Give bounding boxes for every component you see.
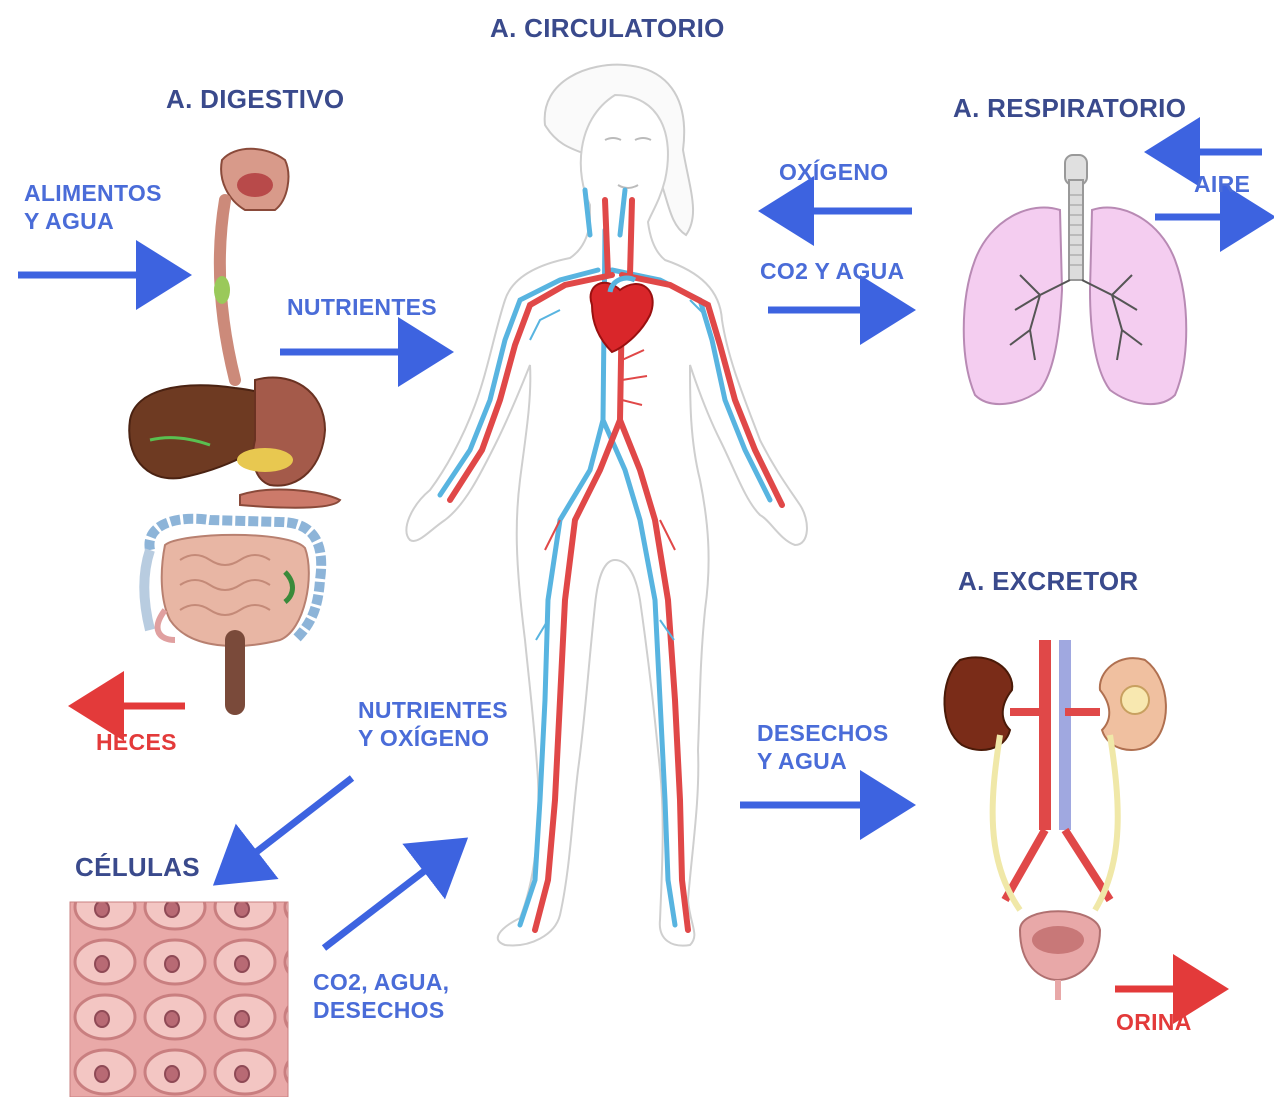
label-nutrientes-y-oxigeno: NUTRIENTES Y OXÍGENO xyxy=(358,697,508,752)
label-desechos-y-agua: DESECHOS Y AGUA xyxy=(757,720,888,775)
label-heces: HECES xyxy=(96,729,177,757)
cells-illustration xyxy=(70,902,288,1097)
label-nutrientes-oxigeno-line1: NUTRIENTES xyxy=(358,697,508,725)
label-desechos-agua-line1: DESECHOS xyxy=(757,720,888,748)
label-oxigeno: OXÍGENO xyxy=(779,159,888,187)
label-alimentos-y-agua: ALIMENTOS Y AGUA xyxy=(24,180,162,235)
label-aire: AIRE xyxy=(1194,171,1250,199)
label-nutrientes-oxigeno-line2: Y OXÍGENO xyxy=(358,725,508,753)
label-excretor: A. EXCRETOR xyxy=(958,566,1139,597)
label-nutrientes: NUTRIENTES xyxy=(287,294,437,322)
arrow-co2-agua-desechos xyxy=(324,846,457,948)
arrow-nutrientes-oxigeno xyxy=(224,778,352,877)
kidneys-illustration xyxy=(944,640,1165,1000)
label-circulatorio: A. CIRCULATORIO xyxy=(490,13,725,44)
human-circulatory-figure xyxy=(406,65,807,946)
label-orina: ORINA xyxy=(1116,1009,1192,1037)
lungs-illustration xyxy=(964,155,1187,404)
label-co2-agua-desechos: CO2, AGUA, DESECHOS xyxy=(313,969,449,1024)
label-co2-y-agua: CO2 Y AGUA xyxy=(760,258,904,286)
label-alimentos-line1: ALIMENTOS xyxy=(24,180,162,208)
label-respiratorio: A. RESPIRATORIO xyxy=(953,93,1186,124)
label-digestivo: A. DIGESTIVO xyxy=(166,84,344,115)
label-celulas: CÉLULAS xyxy=(75,852,200,883)
label-alimentos-line2: Y AGUA xyxy=(24,208,162,236)
label-co2-agua-desechos-line1: CO2, AGUA, xyxy=(313,969,449,997)
label-co2-agua-desechos-line2: DESECHOS xyxy=(313,997,449,1025)
label-desechos-agua-line2: Y AGUA xyxy=(757,748,888,776)
